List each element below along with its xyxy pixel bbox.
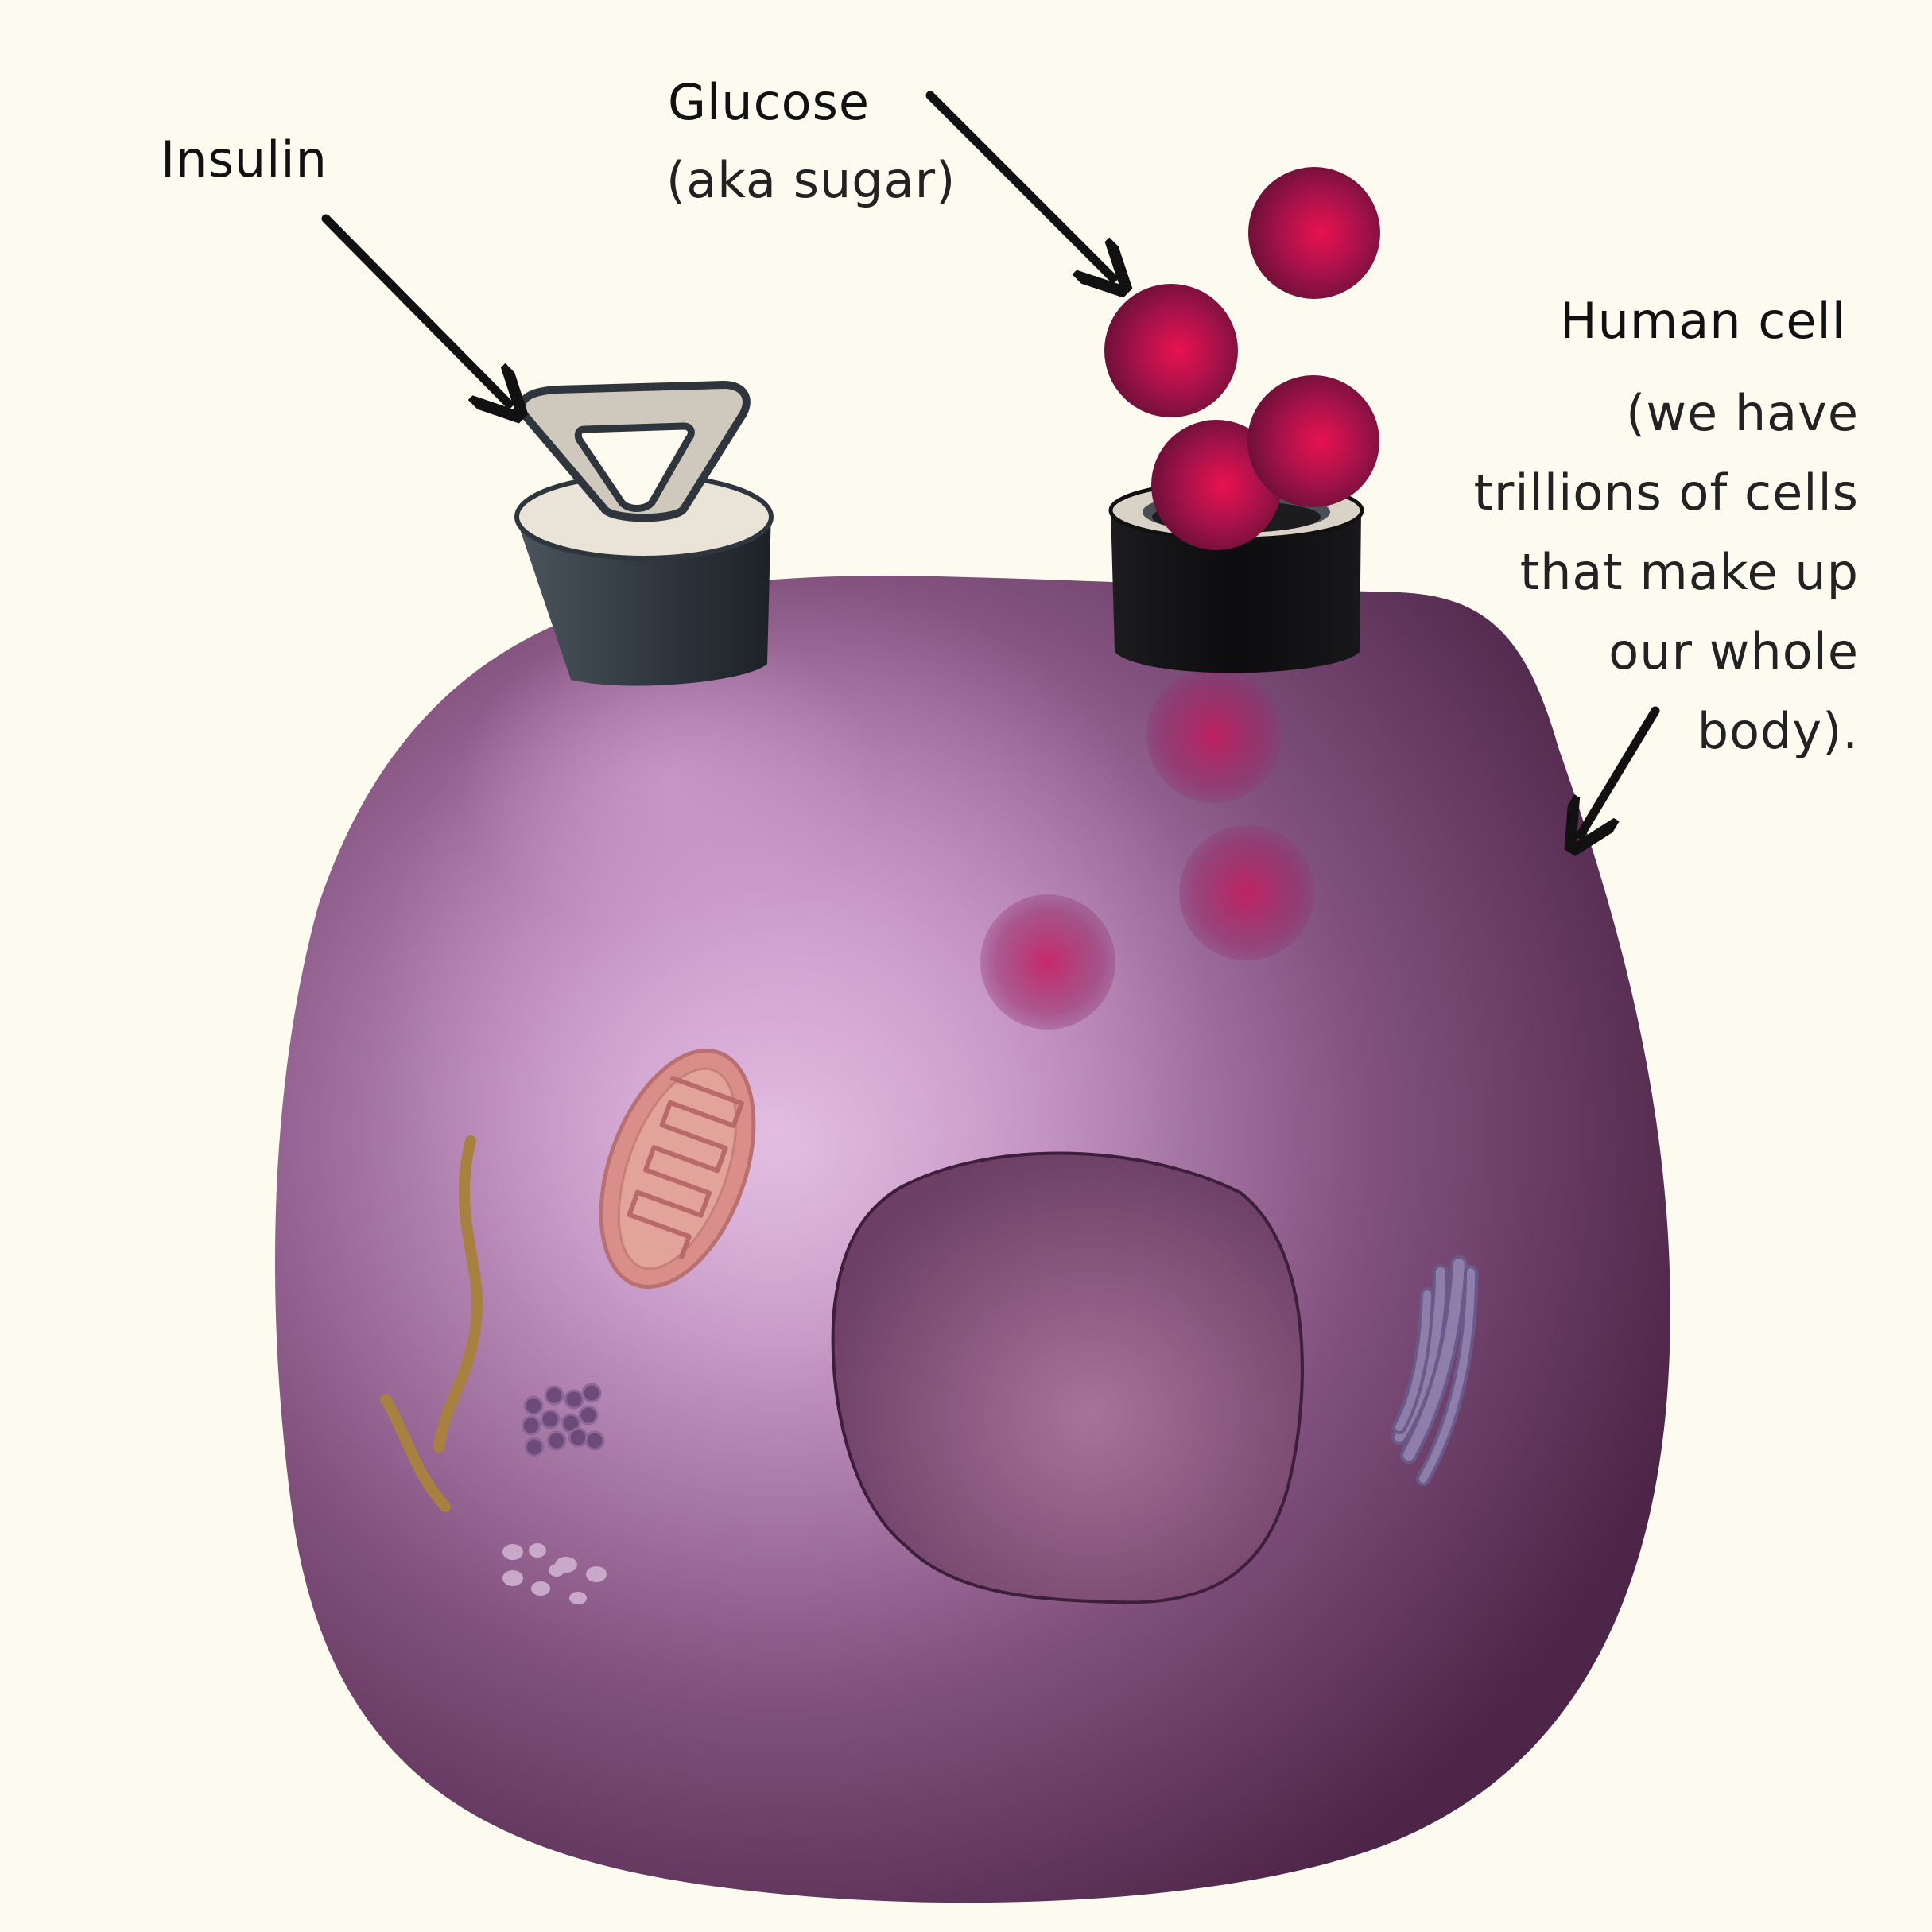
insulin-label: Insulin: [161, 130, 328, 188]
glucose-inside-1: [1146, 668, 1282, 803]
human-cell-label: Human cell: [1560, 292, 1846, 350]
human-cell-description: (we have trillions of cells that make up…: [1474, 374, 1859, 771]
insulin-arrow: [321, 214, 509, 404]
glucose-inside-2: [1179, 825, 1314, 960]
glucose-inside-3: [980, 894, 1115, 1030]
glucose-sublabel: (aka sugar): [666, 151, 956, 209]
insulin-receptor-icon: [514, 381, 774, 686]
nucleus: [831, 1151, 1304, 1604]
human-cell-arrow: [1581, 706, 1660, 835]
vesicle-cluster: [502, 1543, 607, 1604]
human-cell-description-line: (we have: [1626, 384, 1859, 442]
glucose-molecule-2: [1104, 284, 1238, 417]
human-cell-description-line: our whole: [1608, 623, 1859, 681]
human-cell-description-line: that make up: [1519, 543, 1859, 601]
golgi-apparatus-icon: [1391, 1255, 1478, 1486]
glucose-label: Glucose: [668, 73, 871, 131]
cell-glow-top: [461, 620, 875, 938]
glucose-molecule-3: [1247, 375, 1379, 507]
glucose-arrow: [925, 91, 1113, 278]
human-cell-description-line: trillions of cells: [1473, 464, 1859, 522]
cytoskeleton-strand: [380, 1135, 483, 1512]
mitochondrion-icon: [599, 1048, 756, 1290]
human-cell-description-line: body).: [1697, 702, 1859, 760]
glucose-molecule-1: [1248, 167, 1380, 299]
ribosome-cluster: [521, 1383, 605, 1457]
